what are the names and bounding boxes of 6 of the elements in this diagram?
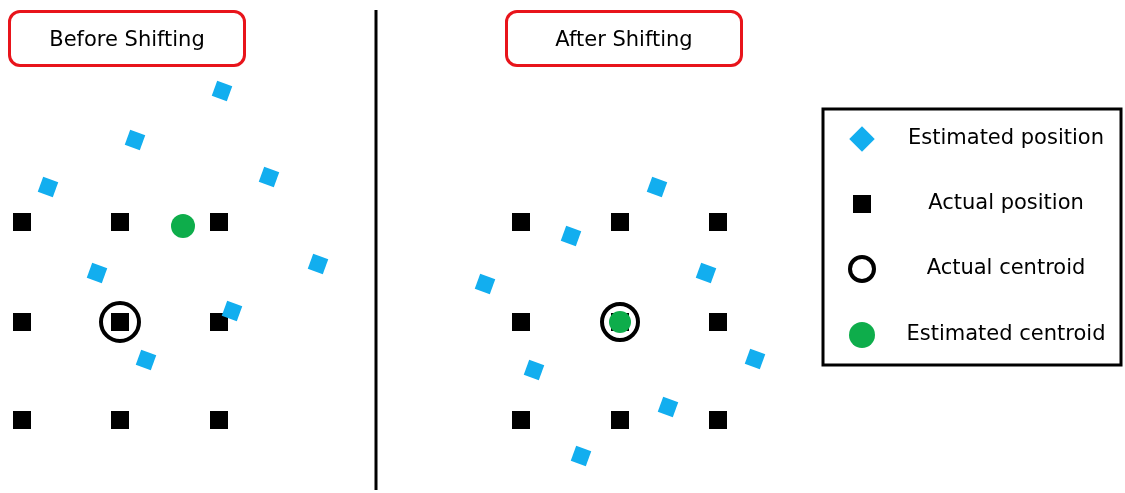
legend-label: Estimated position [908, 125, 1104, 149]
legend-label: Estimated centroid [906, 321, 1106, 345]
title-box: After Shifting [505, 10, 743, 67]
legend-label: Actual centroid [926, 255, 1086, 279]
legend-label: Actual position [928, 190, 1084, 214]
title-box: Before Shifting [8, 10, 246, 67]
